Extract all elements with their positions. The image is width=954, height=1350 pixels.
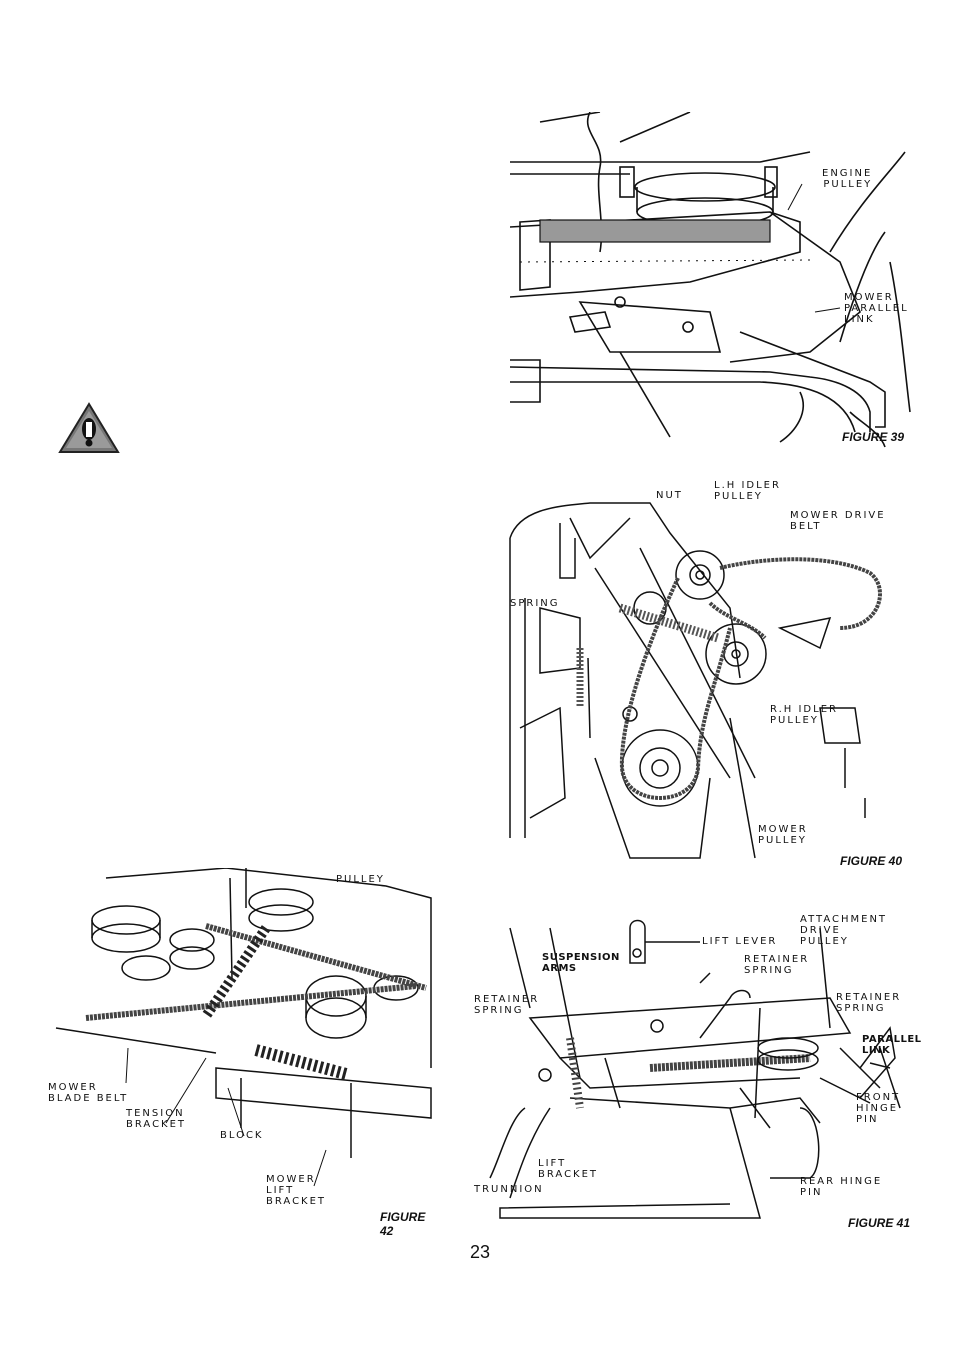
label-lift-bracket: LIFT BRACKET bbox=[538, 1158, 599, 1180]
label-mower-lift-bracket: MOWER LIFT BRACKET bbox=[266, 1174, 327, 1207]
figure-41-caption: FIGURE 41 bbox=[848, 1216, 911, 1230]
figure-42-caption: FIGURE 42 bbox=[380, 1210, 426, 1238]
figure-39-caption: FIGURE 39 bbox=[842, 430, 905, 444]
label-mower-blade-belt: MOWER BLADE BELT bbox=[48, 1082, 129, 1104]
label-tension-bracket: TENSION BRACKET bbox=[126, 1108, 187, 1130]
label-retainer-spring-left: RETAINER SPRING bbox=[474, 994, 540, 1016]
label-mower-parallel-link: MOWER PARALLEL LINK bbox=[844, 292, 909, 325]
label-retainer-spring-top: RETAINER SPRING bbox=[744, 954, 810, 976]
label-pulley: PULLEY bbox=[336, 874, 385, 885]
label-attachment-drive-pulley: ATTACHMENT DRIVE PULLEY bbox=[800, 914, 888, 947]
label-retainer-spring-right: RETAINER SPRING bbox=[836, 992, 902, 1014]
figure-39-drawing bbox=[510, 112, 911, 448]
label-lift-lever: LIFT LEVER bbox=[702, 936, 778, 947]
label-nut: NUT bbox=[656, 490, 683, 501]
label-suspension-arms: SUSPENSION ARMS bbox=[542, 952, 620, 974]
label-mower-drive-belt: MOWER DRIVE BELT bbox=[790, 510, 886, 532]
label-rh-idler-pulley: R.H IDLER PULLEY bbox=[770, 704, 838, 726]
label-trunnion: TRUNNION bbox=[474, 1184, 544, 1195]
figure-41-drawing bbox=[489, 919, 901, 1219]
label-block: BLOCK bbox=[220, 1130, 264, 1141]
label-lh-idler-pulley: L.H IDLER PULLEY bbox=[714, 480, 781, 502]
label-front-hinge-pin: FRONT HINGE PIN bbox=[856, 1092, 901, 1125]
figure-40-caption: FIGURE 40 bbox=[840, 854, 903, 868]
figure-39: ENGINE PULLEY MOWER PARALLEL LINK FIGURE… bbox=[510, 112, 920, 452]
page-number: 23 bbox=[470, 1242, 491, 1262]
figure-42-drawing bbox=[55, 868, 432, 1187]
label-spring: SPRING bbox=[510, 598, 560, 609]
figure-40-drawing bbox=[509, 502, 882, 859]
label-mower-pulley: MOWER PULLEY bbox=[758, 824, 808, 846]
warning-triangle-icon bbox=[58, 402, 120, 454]
figure-41: ATTACHMENT DRIVE PULLEY LIFT LEVER SUSPE… bbox=[470, 908, 932, 1240]
label-engine-pulley: ENGINE PULLEY bbox=[822, 168, 873, 190]
figure-42: PULLEY MOWER BLADE BELT TENSION BRACKET … bbox=[46, 868, 438, 1238]
label-parallel-link: PARALLEL LINK bbox=[862, 1034, 922, 1056]
label-rear-hinge-pin: REAR HINGE PIN bbox=[800, 1176, 883, 1198]
figure-40: NUT L.H IDLER PULLEY MOWER DRIVE BELT SP… bbox=[500, 478, 920, 870]
